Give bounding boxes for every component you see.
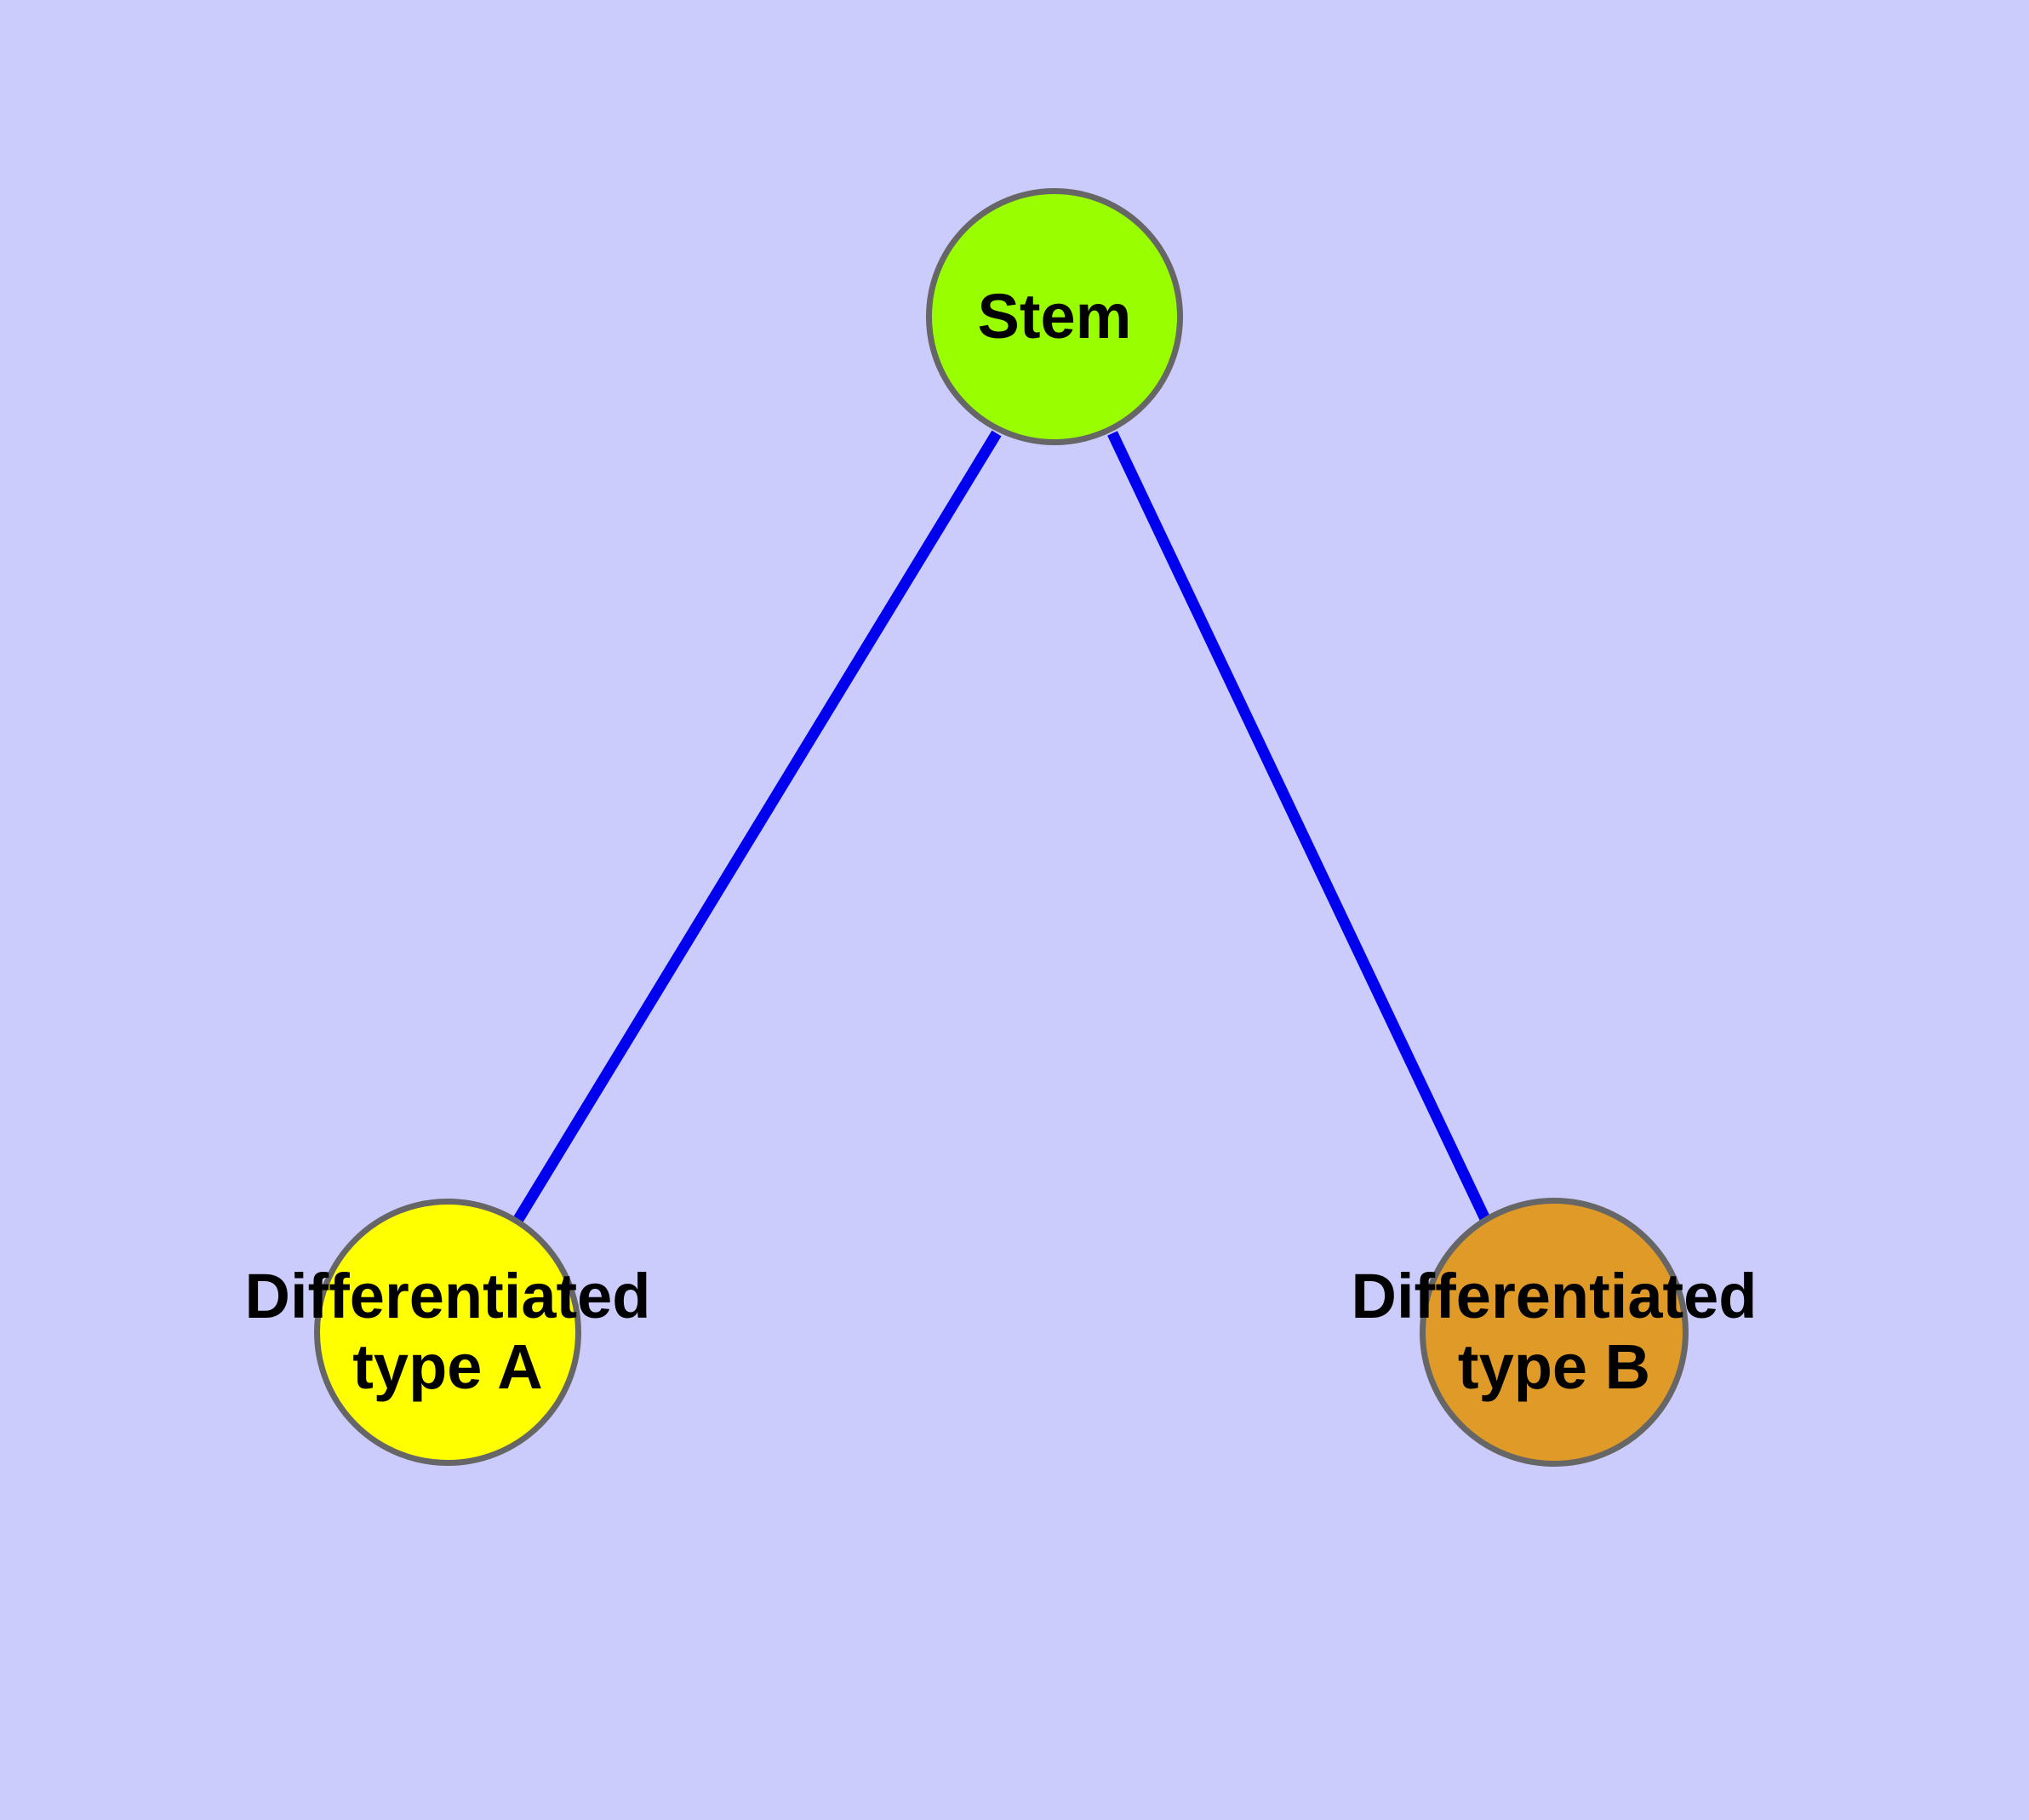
node-stem[interactable] [926, 188, 1183, 445]
edge-stem-to-diff-a [512, 430, 1002, 1224]
edge-stem-to-diff-b [1107, 431, 1491, 1223]
node-differentiated-type-a[interactable] [314, 1199, 581, 1466]
node-differentiated-type-b[interactable] [1420, 1198, 1689, 1467]
